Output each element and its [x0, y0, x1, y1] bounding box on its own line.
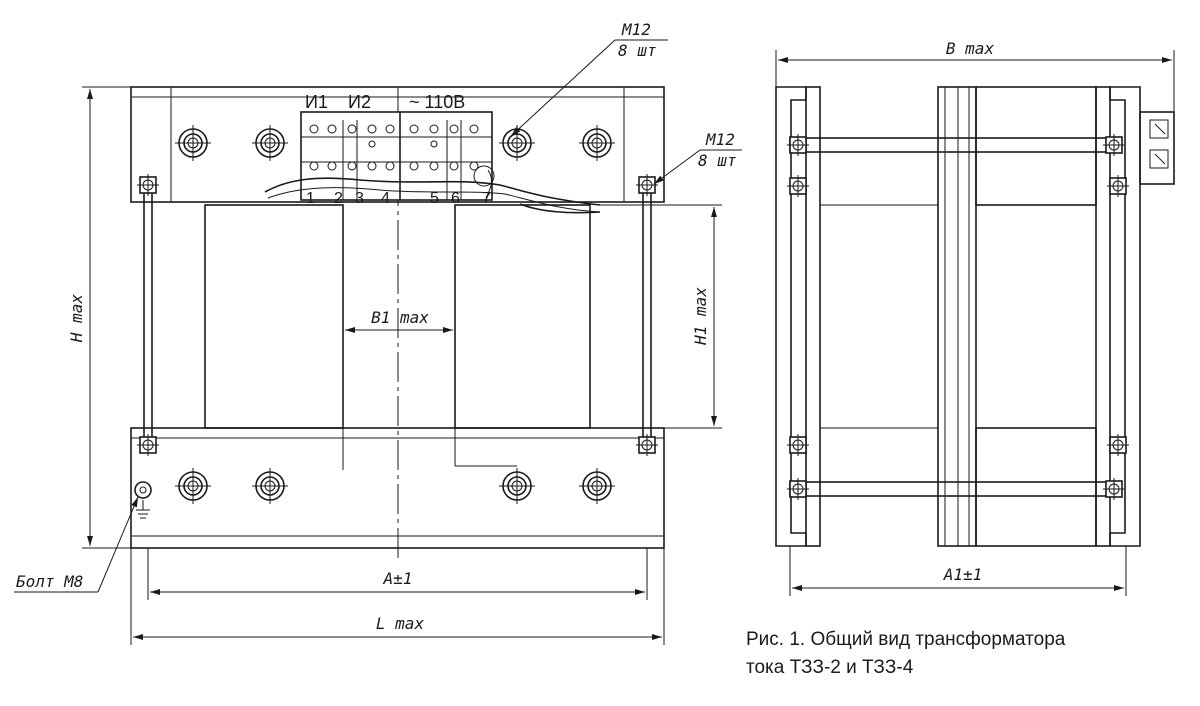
nut-icon [1106, 433, 1130, 457]
terminal-110v-label: ~ 110В [409, 92, 465, 112]
h1-max-label: H1 max [691, 287, 710, 346]
nut-icon [1102, 477, 1126, 501]
ground-icon [134, 481, 152, 519]
caption-line-1: Рис. 1. Общий вид трансформатора [746, 629, 1066, 650]
front-view: И1 И2 ~ 110В 1 2 3 4 5 6 7 [14, 20, 742, 645]
nut-icon [1106, 174, 1130, 198]
nut-icon [136, 433, 160, 457]
caption-line-2: тока ТЗЗ-2 и ТЗЗ-4 [746, 657, 914, 678]
nut-icon [251, 467, 289, 505]
terminal-screws [309, 120, 479, 200]
nut-icon [498, 467, 536, 505]
b1-max-label: B1 max [371, 308, 429, 327]
nut-icon [635, 173, 659, 197]
wire-bundle [264, 177, 601, 206]
l-max-label: L max [376, 614, 425, 633]
m12-side-label: M12 [705, 130, 735, 149]
nut-icon [578, 124, 616, 162]
terminal-i2-label: И2 [348, 92, 371, 112]
terminal-number-5: 5 [430, 190, 439, 207]
nut-icon [174, 124, 212, 162]
a-dimension-label: A±1 [383, 569, 413, 588]
m12-top-label: M12 [621, 20, 651, 39]
coil-right [454, 204, 591, 429]
nut-icon [786, 477, 810, 501]
a1-dimension-label: A1±1 [943, 565, 983, 584]
nut-icon [136, 173, 160, 197]
terminal-i1-label: И1 [305, 92, 328, 112]
terminal-number-6: 6 [451, 190, 460, 207]
coil-left [204, 204, 344, 429]
terminal-block [300, 111, 493, 201]
qty-side-label: 8 шт [698, 151, 737, 170]
nut-icon [635, 433, 659, 457]
terminal-number-3: 3 [355, 190, 364, 207]
side-view: B max A1±1 [775, 39, 1175, 596]
nut-icon [174, 467, 212, 505]
figure-caption: Рис. 1. Общий вид трансформатора тока ТЗ… [746, 626, 1065, 682]
nut-icon [786, 433, 810, 457]
nut-icon [1102, 133, 1126, 157]
terminal-number-1: 1 [306, 190, 315, 207]
nut-icon [251, 124, 289, 162]
nut-icon [786, 174, 810, 198]
nut-icon [786, 133, 810, 157]
bolt-m8-label: Болт M8 [16, 572, 83, 591]
b-max-label: B max [946, 39, 995, 58]
terminal-number-4: 4 [381, 190, 390, 207]
terminal-number-7: 7 [482, 190, 491, 207]
h-max-label: H max [67, 294, 86, 344]
qty-top-label: 8 шт [618, 41, 657, 60]
nut-icon [578, 467, 616, 505]
terminal-number-2: 2 [334, 190, 343, 207]
